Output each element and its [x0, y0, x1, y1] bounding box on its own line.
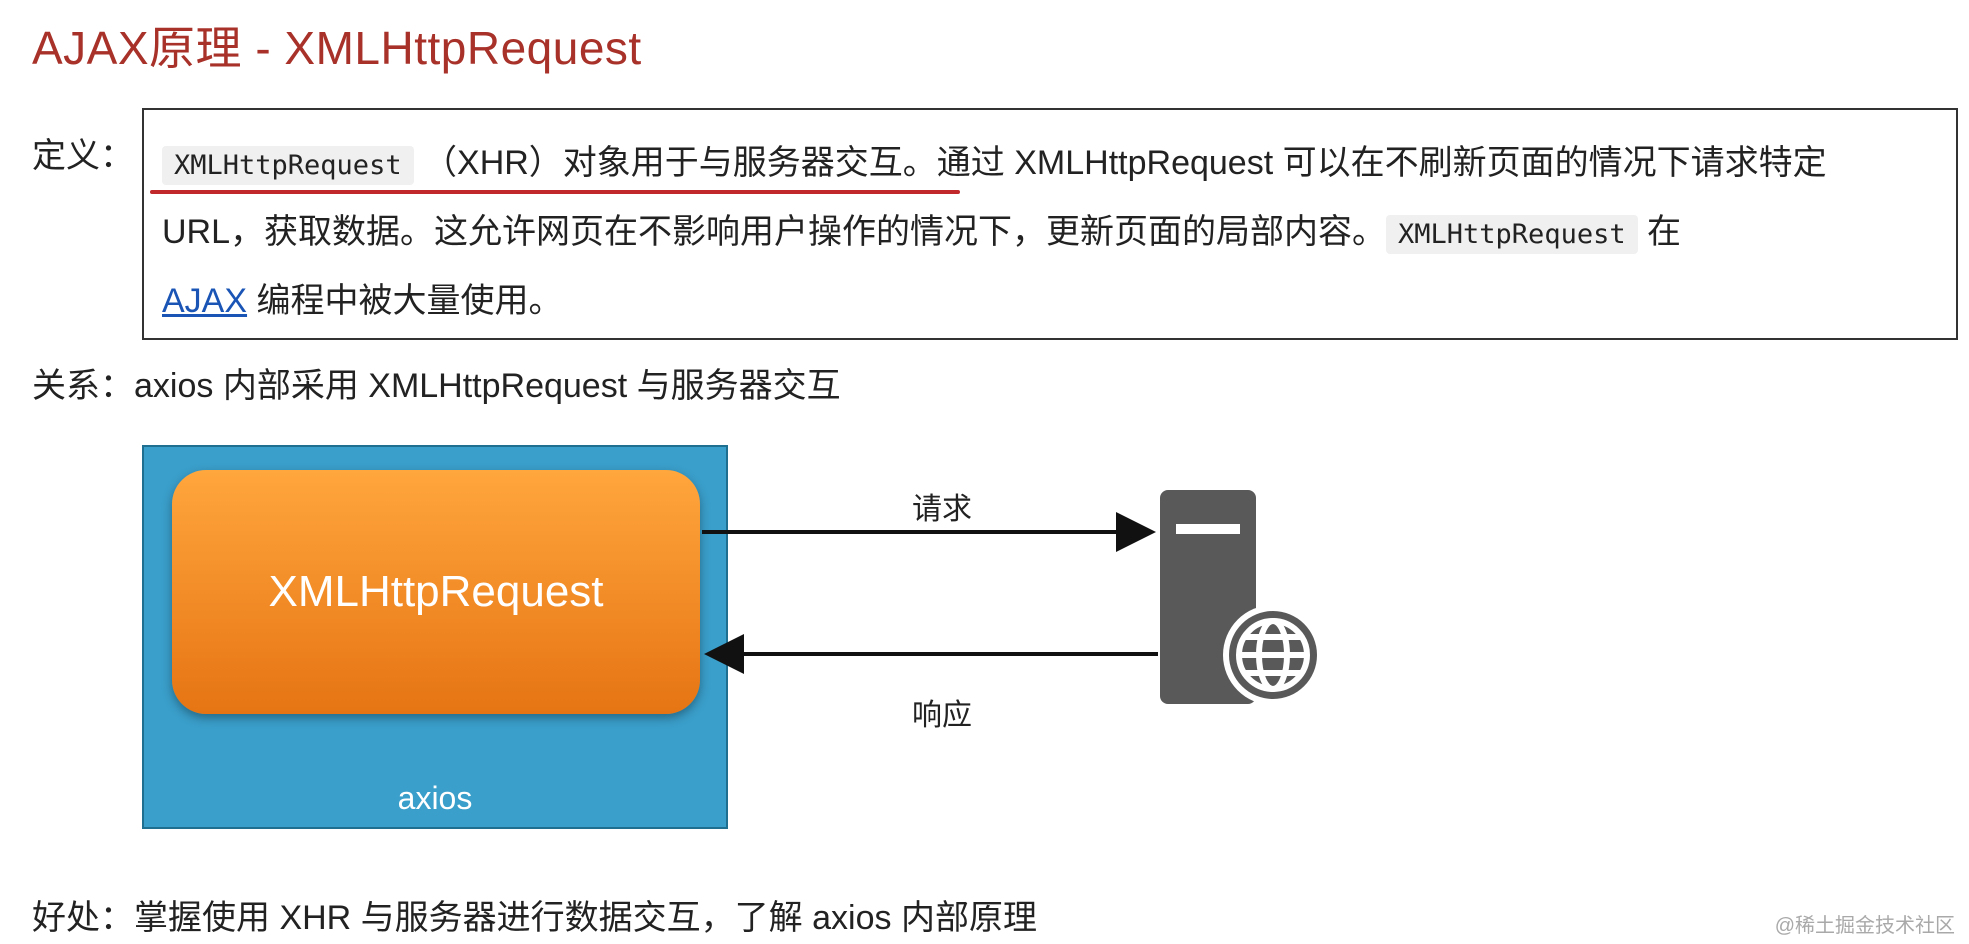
xhr-box: XMLHttpRequest	[172, 470, 700, 714]
code-xmlhttprequest-2: XMLHttpRequest	[1386, 215, 1638, 254]
request-label: 请求	[912, 493, 972, 526]
definition-text-3: 编程中被大量使用。	[247, 282, 563, 320]
definition-box: XMLHttpRequest （XHR）对象用于与服务器交互。通过 XMLHtt…	[142, 108, 1958, 340]
definition-text-1: （XHR）对象用于与服务器交互。通过 XMLHttpRequest 可以在不刷新…	[162, 144, 1827, 251]
xhr-label: XMLHttpRequest	[268, 567, 604, 616]
axios-label: axios	[397, 780, 473, 816]
code-xmlhttprequest: XMLHttpRequest	[162, 146, 414, 185]
relation-text: 关系：axios 内部采用 XMLHttpRequest 与服务器交互	[32, 367, 841, 405]
ajax-link[interactable]: AJAX	[162, 282, 248, 320]
benefit-text: 好处：掌握使用 XHR 与服务器进行数据交互，了解 axios 内部原理	[32, 899, 1037, 937]
highlight-underline	[150, 190, 960, 194]
watermark: @稀土掘金技术社区	[1774, 915, 1955, 937]
response-label: 响应	[912, 699, 972, 732]
page-title: AJAX原理 - XMLHttpRequest	[32, 22, 642, 74]
server-globe-icon	[1160, 490, 1318, 705]
definition-text-2: 在	[1637, 213, 1682, 251]
definition-label: 定义：	[32, 137, 134, 175]
